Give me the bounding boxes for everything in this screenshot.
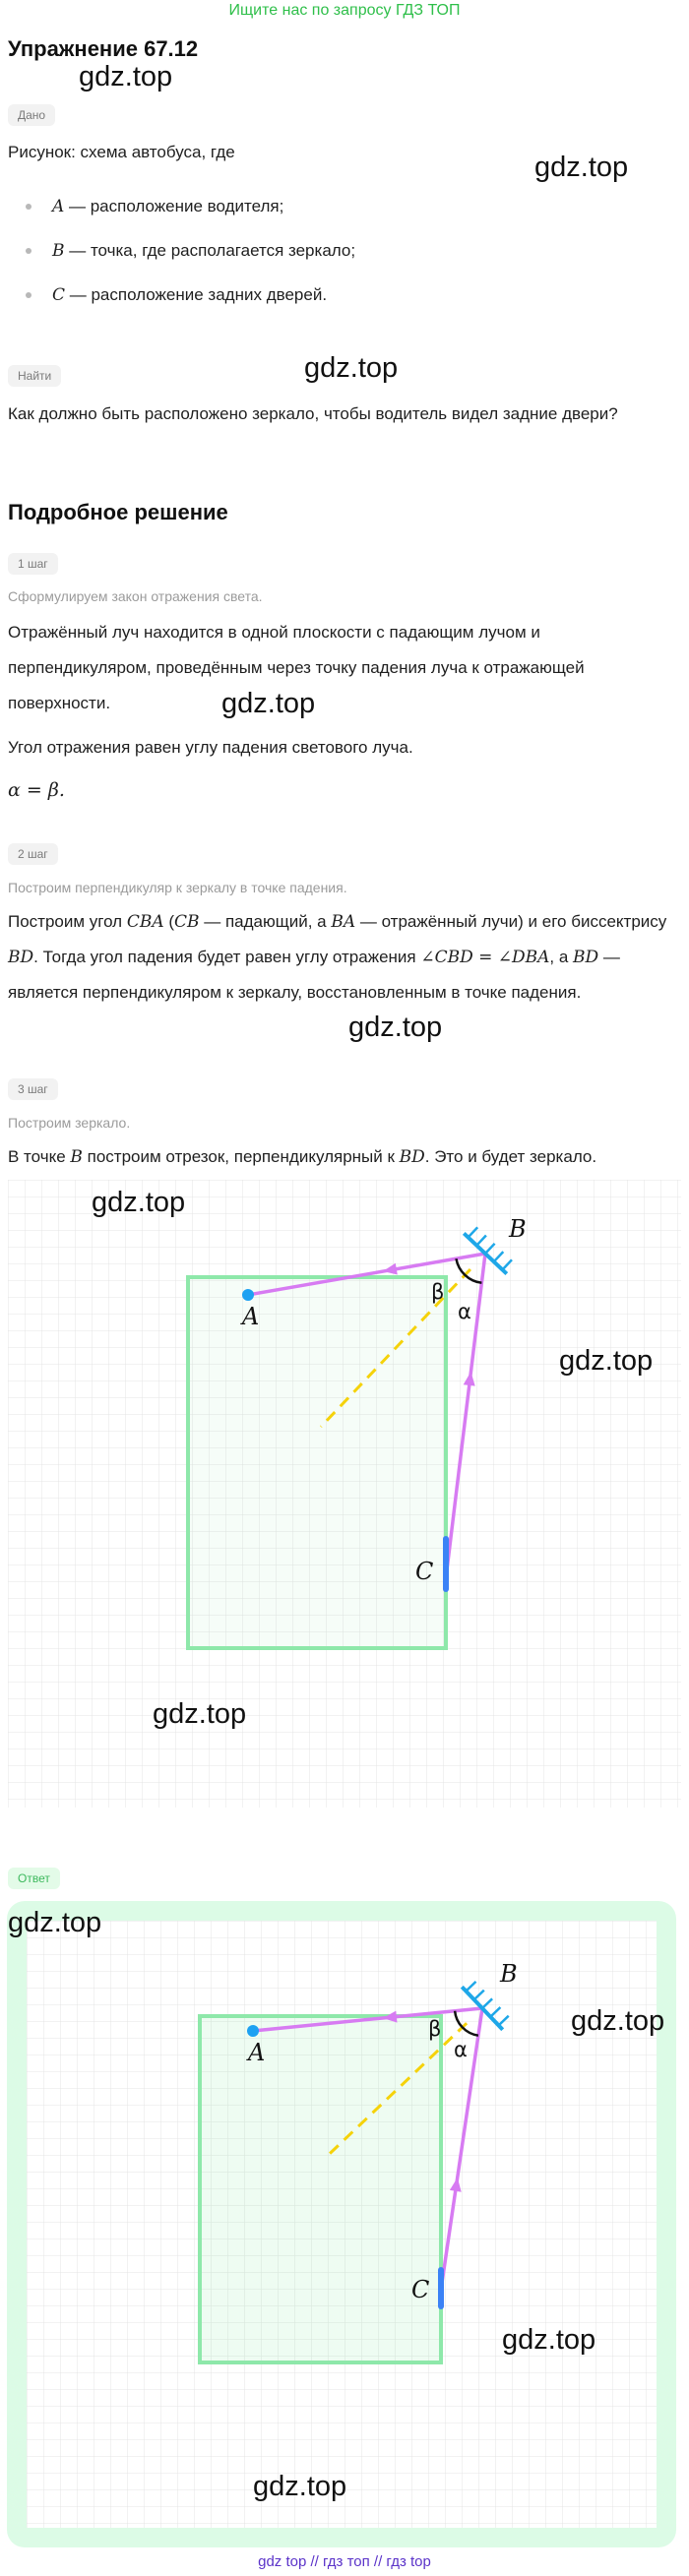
- math-var: C: [52, 285, 66, 305]
- step-3-subtitle: Построим зеркало.: [8, 1115, 131, 1131]
- list-item: B — точка, где располагается зеркало;: [8, 239, 681, 283]
- math-segment: B: [70, 1147, 83, 1167]
- step-1-text: Отражённый луч находится в одной плоскос…: [8, 623, 585, 712]
- label-c: C: [415, 1558, 433, 1585]
- bullet-icon: [26, 292, 31, 298]
- find-question: Как должно быть расположено зеркало, что…: [8, 404, 618, 423]
- solution-heading: Подробное решение: [8, 500, 228, 524]
- given-intro: Рисунок: схема автобуса, где: [8, 143, 235, 161]
- math-var: B: [52, 241, 65, 261]
- angle-alpha-label: α: [458, 1300, 471, 1323]
- mirror-hatch-icon: [467, 1226, 513, 1271]
- search-banner: Ищите нас по запросу ГДЗ ТОП: [228, 2, 461, 19]
- step-1-text-2: Угол отражения равен углу падения светов…: [8, 738, 413, 757]
- given-list: A — расположение водителя; B — точка, гд…: [8, 195, 681, 328]
- watermark: gdz.top: [502, 2324, 596, 2356]
- angle-arc: [455, 1257, 482, 1285]
- answer-box: A B C β α: [7, 1901, 676, 2547]
- step-1-badge: 1 шаг: [8, 553, 58, 575]
- math-segment: CBA: [126, 912, 164, 932]
- text-segment: В точке: [8, 1147, 71, 1166]
- watermark: gdz.top: [79, 61, 173, 92]
- text-segment: — падающий, а: [199, 912, 332, 931]
- bus-outline: [198, 2014, 443, 2364]
- math-segment: BD: [573, 948, 599, 967]
- driver-point: [247, 2025, 259, 2037]
- math-segment: CB: [174, 912, 200, 932]
- step-3-badge: 3 шаг: [8, 1078, 58, 1100]
- step-2-badge: 2 шаг: [8, 843, 58, 865]
- text-segment: (: [163, 912, 174, 931]
- mirror-hatch-icon: [465, 1980, 510, 2027]
- watermark: gdz.top: [92, 1187, 186, 1218]
- page-title: Упражнение 67.12: [8, 36, 199, 61]
- math-segment: BA: [331, 912, 356, 932]
- bisector-line: [323, 2022, 469, 2160]
- grid-background: [8, 1180, 681, 1808]
- math-segment: BD: [399, 1147, 425, 1167]
- answer-figure: A B C β α: [27, 1921, 657, 2528]
- watermark: gdz.top: [559, 1345, 654, 1377]
- label-a: A: [246, 2039, 265, 2066]
- text-segment: , а: [549, 948, 574, 966]
- math-segment: ∠CBD = ∠DBA: [420, 948, 550, 967]
- watermark: gdz.top: [221, 688, 316, 719]
- bullet-icon: [26, 248, 31, 254]
- text-segment: — является перпендикуляром к зеркалу, во…: [8, 948, 620, 1002]
- label-c: C: [411, 2276, 429, 2303]
- watermark: gdz.top: [253, 2471, 347, 2502]
- step-2-text: Построим угол CBA (CB — падающий, а BA —…: [8, 904, 681, 1011]
- label-a: A: [240, 1303, 259, 1330]
- watermark: gdz.top: [8, 1907, 102, 1938]
- angle-alpha-label: α: [454, 2038, 468, 2061]
- driver-point: [242, 1289, 254, 1301]
- list-item: C — расположение задних дверей.: [8, 283, 681, 328]
- list-item: A — расположение водителя;: [8, 195, 681, 239]
- angle-beta-label: β: [428, 2017, 441, 2041]
- watermark: gdz.top: [153, 1698, 247, 1730]
- answer-badge: Ответ: [8, 1868, 60, 1889]
- angle-beta-label: β: [431, 1280, 444, 1304]
- text-segment: Построим угол: [8, 912, 127, 931]
- list-item-text: — точка, где располагается зеркало;: [64, 241, 356, 260]
- watermark: gdz.top: [534, 152, 629, 183]
- watermark: gdz.top: [304, 352, 399, 384]
- list-item-text: — расположение задних дверей.: [65, 285, 328, 304]
- bullet-icon: [26, 204, 31, 210]
- solution-figure: A B C β α: [8, 1180, 681, 1808]
- find-badge: Найти: [8, 365, 62, 387]
- incident-ray-arrow-icon: [449, 2177, 462, 2192]
- bus-outline: [186, 1275, 448, 1650]
- watermark: gdz.top: [348, 1012, 443, 1043]
- watermark: gdz.top: [571, 2005, 665, 2037]
- incident-ray: [439, 2007, 484, 2291]
- reflected-ray: [252, 2006, 483, 2033]
- incident-ray-arrow-icon: [463, 1372, 475, 1386]
- text-segment: . Тогда угол падения будет равен углу от…: [33, 948, 421, 966]
- label-b: B: [508, 1215, 527, 1243]
- reflected-ray: [247, 1252, 486, 1297]
- footer-links[interactable]: gdz top // гдз топ // гдз top: [258, 2553, 431, 2570]
- angle-arc: [453, 2010, 479, 2037]
- given-badge: Дано: [8, 104, 56, 126]
- text-segment: . Это и будет зеркало.: [424, 1147, 597, 1166]
- label-b: B: [499, 1960, 518, 1988]
- reflected-ray-arrow-icon: [383, 1262, 398, 1275]
- incident-ray: [444, 1253, 487, 1579]
- math-segment: BD: [8, 948, 34, 967]
- text-segment: построим отрезок, перпендикулярный к: [82, 1147, 400, 1166]
- step-2-subtitle: Построим перпендикуляр к зеркалу в точке…: [8, 880, 347, 895]
- list-item-text: — расположение водителя;: [64, 197, 284, 215]
- math-var: A: [52, 197, 65, 216]
- reflected-ray-arrow-icon: [383, 2010, 398, 2023]
- bisector-line: [319, 1267, 471, 1429]
- step-1-formula: α = β.: [8, 779, 65, 801]
- step-3-text: В точке B построим отрезок, перпендикуля…: [8, 1145, 681, 1169]
- text-segment: — отражённый лучи) и его биссектрису: [355, 912, 667, 931]
- step-1-subtitle: Сформулируем закон отражения света.: [8, 588, 263, 604]
